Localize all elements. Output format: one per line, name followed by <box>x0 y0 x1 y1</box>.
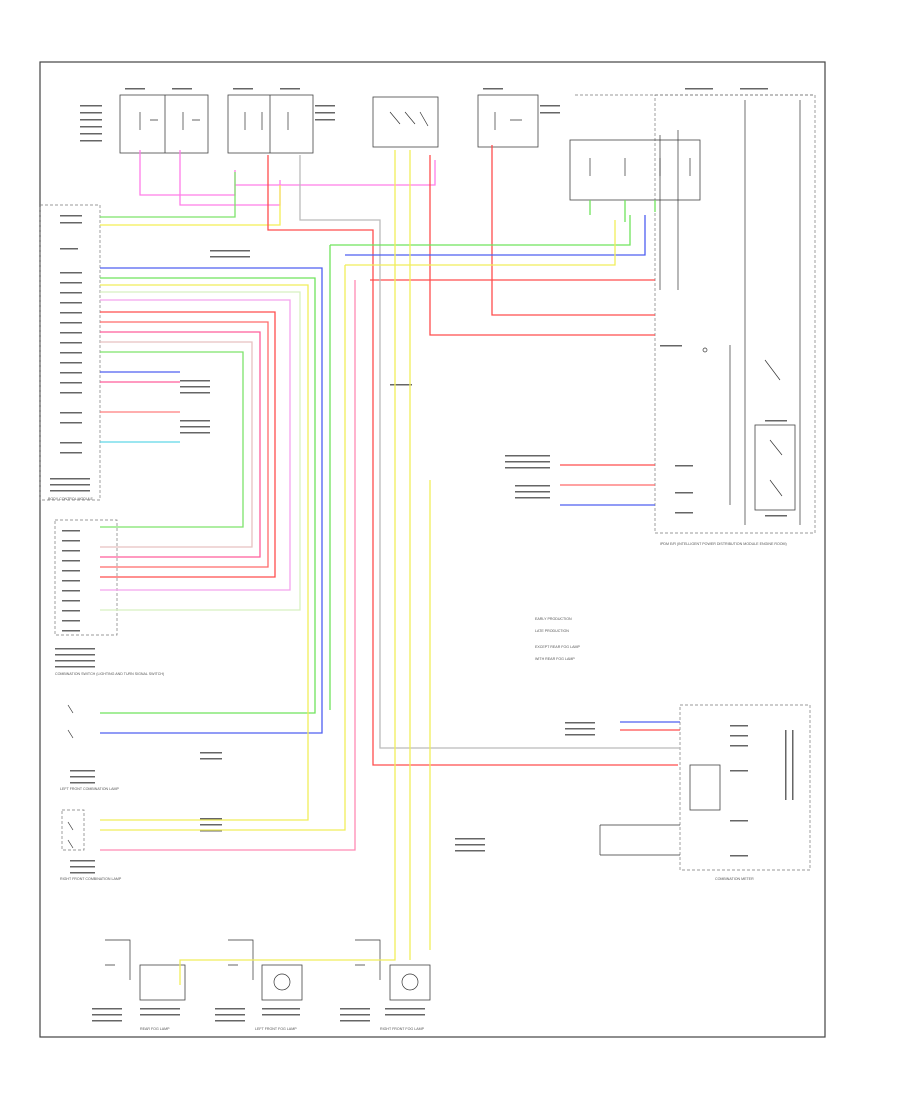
fuse-box-center <box>227 94 314 154</box>
bcm-block: BODY CONTROL MODULE <box>39 204 250 501</box>
top-fuse-boxes <box>80 88 560 154</box>
legend-item-3: EXCEPT REAR FOG LAMP <box>535 645 580 649</box>
rh-front-fog-lamp-box <box>389 964 431 1001</box>
wire-blue <box>100 267 323 734</box>
wire-yellow-bcm <box>100 185 281 226</box>
diagram-frame <box>39 61 826 1038</box>
combination-switch-outline <box>54 519 118 636</box>
rh-front-combination-lamp-label: RIGHT FRONT COMBINATION LAMP <box>60 877 122 881</box>
lh-front-combination-lamp-label: LEFT FRONT COMBINATION LAMP <box>60 787 120 791</box>
ipdm-outline <box>654 94 816 534</box>
combination-meter-block: COMBINATION METER <box>390 384 811 881</box>
combination-meter-label: COMBINATION METER <box>715 877 754 881</box>
lighting-switch-box <box>372 96 439 148</box>
combination-meter-outline <box>679 704 811 871</box>
wire-pink <box>139 150 436 206</box>
legend-item-4: WITH REAR FOG LAMP <box>535 657 575 661</box>
ipdm-label: IPDM E/R (INTELLIGENT POWER DISTRIBUTION… <box>660 542 787 546</box>
rh-front-lamp-box <box>61 809 85 851</box>
wires <box>100 145 680 985</box>
bottom-lamps: REAR FOG LAMP LEFT FRONT FOG LAMP RIGHT … <box>92 939 431 1031</box>
combination-switch-block: COMBINATION SWITCH (LIGHTING AND TURN SI… <box>54 519 164 676</box>
front-lamps: LEFT FRONT COMBINATION LAMP RIGHT FRONT … <box>60 704 222 881</box>
legend-item-2: LATE PRODUCTION <box>535 629 569 633</box>
ipdm-block: IPDM E/R (INTELLIGENT POWER DISTRIBUTION… <box>569 88 816 546</box>
legend-item-1: EARLY PRODUCTION <box>535 617 572 621</box>
bcm-label: BODY CONTROL MODULE <box>48 497 94 501</box>
rh-front-fog-lamp-label: RIGHT FRONT FOG LAMP <box>380 1027 425 1031</box>
fog-relay-box <box>754 424 796 511</box>
rear-fog-lamp-box <box>139 964 186 1001</box>
meter-unit <box>689 764 721 811</box>
fuse-box-right <box>477 94 539 148</box>
fuse-box-left <box>119 94 209 154</box>
wire-green-bcm <box>100 172 236 218</box>
lh-front-fog-lamp-box <box>261 964 303 1001</box>
combination-switch-label: COMBINATION SWITCH (LIGHTING AND TURN SI… <box>55 672 164 676</box>
wire-red-ipdm-meter <box>267 155 678 766</box>
ipdm-fuses <box>569 139 701 201</box>
lh-front-fog-lamp-label: LEFT FRONT FOG LAMP <box>255 1027 297 1031</box>
rear-fog-lamp-label: REAR FOG LAMP <box>140 1027 170 1031</box>
legend: EARLY PRODUCTION LATE PRODUCTION EXCEPT … <box>535 617 580 661</box>
